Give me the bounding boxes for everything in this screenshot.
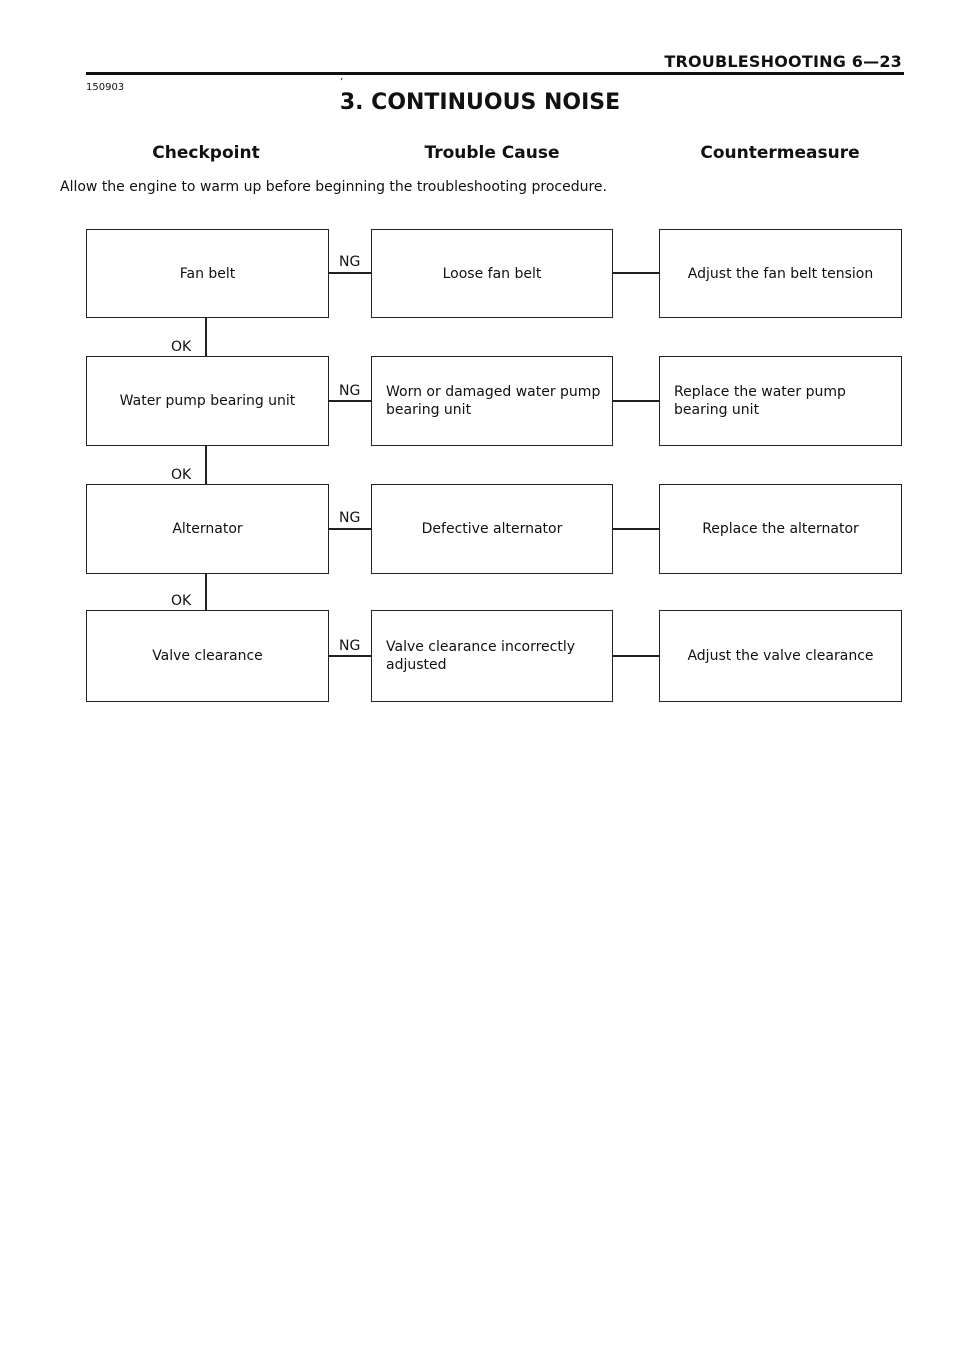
cause-countermeasure-connector <box>613 655 660 657</box>
header-rule <box>86 72 904 75</box>
cause-countermeasure-connector <box>613 400 660 402</box>
trouble-cause-box: Loose fan belt <box>371 229 613 318</box>
trouble-cause-text: Loose fan belt <box>442 265 542 282</box>
checkpoint-text: Fan belt <box>179 265 236 282</box>
ng-connector <box>329 655 372 657</box>
countermeasure-box: Replace the alternator <box>659 484 902 574</box>
ng-label: NG <box>339 254 361 270</box>
ok-connector <box>205 574 207 610</box>
print-speck: ’ <box>340 77 344 88</box>
section-title: 3. CONTINUOUS NOISE <box>339 90 621 115</box>
countermeasure-box: Adjust the fan belt tension <box>659 229 902 318</box>
checkpoint-text: Valve clearance <box>152 648 263 664</box>
ok-connector <box>205 446 207 484</box>
column-heading-checkpoint: Checkpoint <box>152 143 260 163</box>
intro-instruction: Allow the engine to warm up before begin… <box>60 179 607 195</box>
ng-label: NG <box>339 638 361 654</box>
countermeasure-box: Adjust the valve clearance <box>659 610 902 702</box>
checkpoint-box: Fan belt <box>86 229 329 318</box>
countermeasure-text: Adjust the fan belt tension <box>687 265 874 282</box>
checkpoint-text: Water pump bearing unit <box>119 393 296 409</box>
ng-connector <box>329 272 372 274</box>
trouble-cause-box: Defective alternator <box>371 484 613 574</box>
ng-label: NG <box>339 383 361 399</box>
countermeasure-box: Replace the water pump bearing unit <box>659 356 902 446</box>
column-heading-countermeasure: Countermeasure <box>700 143 860 163</box>
ng-connector <box>329 528 372 530</box>
trouble-cause-text: Valve clearance incorrectly adjusted <box>386 639 576 673</box>
trouble-cause-text: Worn or damaged water pump bearing unit <box>386 384 601 418</box>
checkpoint-box: Water pump bearing unit <box>86 356 329 446</box>
trouble-cause-box: Valve clearance incorrectly adjusted <box>371 610 613 702</box>
cause-countermeasure-connector <box>613 528 660 530</box>
ng-connector <box>329 400 372 402</box>
trouble-cause-text: Defective alternator <box>421 521 563 537</box>
document-code: 150903 <box>86 82 125 93</box>
ng-label: NG <box>339 510 361 526</box>
checkpoint-box: Alternator <box>86 484 329 574</box>
ok-label: OK <box>171 339 192 355</box>
ok-label: OK <box>171 593 192 609</box>
countermeasure-text: Replace the alternator <box>702 521 859 537</box>
countermeasure-text: Adjust the valve clearance <box>687 648 874 664</box>
column-heading-trouble-cause: Trouble Cause <box>424 143 560 163</box>
checkpoint-box: Valve clearance <box>86 610 329 702</box>
ok-label: OK <box>171 467 192 483</box>
page-header-title: TROUBLESHOOTING 6—23 <box>664 52 902 71</box>
ok-connector <box>205 318 207 356</box>
countermeasure-text: Replace the water pump bearing unit <box>674 384 846 418</box>
checkpoint-text: Alternator <box>172 521 243 537</box>
cause-countermeasure-connector <box>613 272 660 274</box>
trouble-cause-box: Worn or damaged water pump bearing unit <box>371 356 613 446</box>
